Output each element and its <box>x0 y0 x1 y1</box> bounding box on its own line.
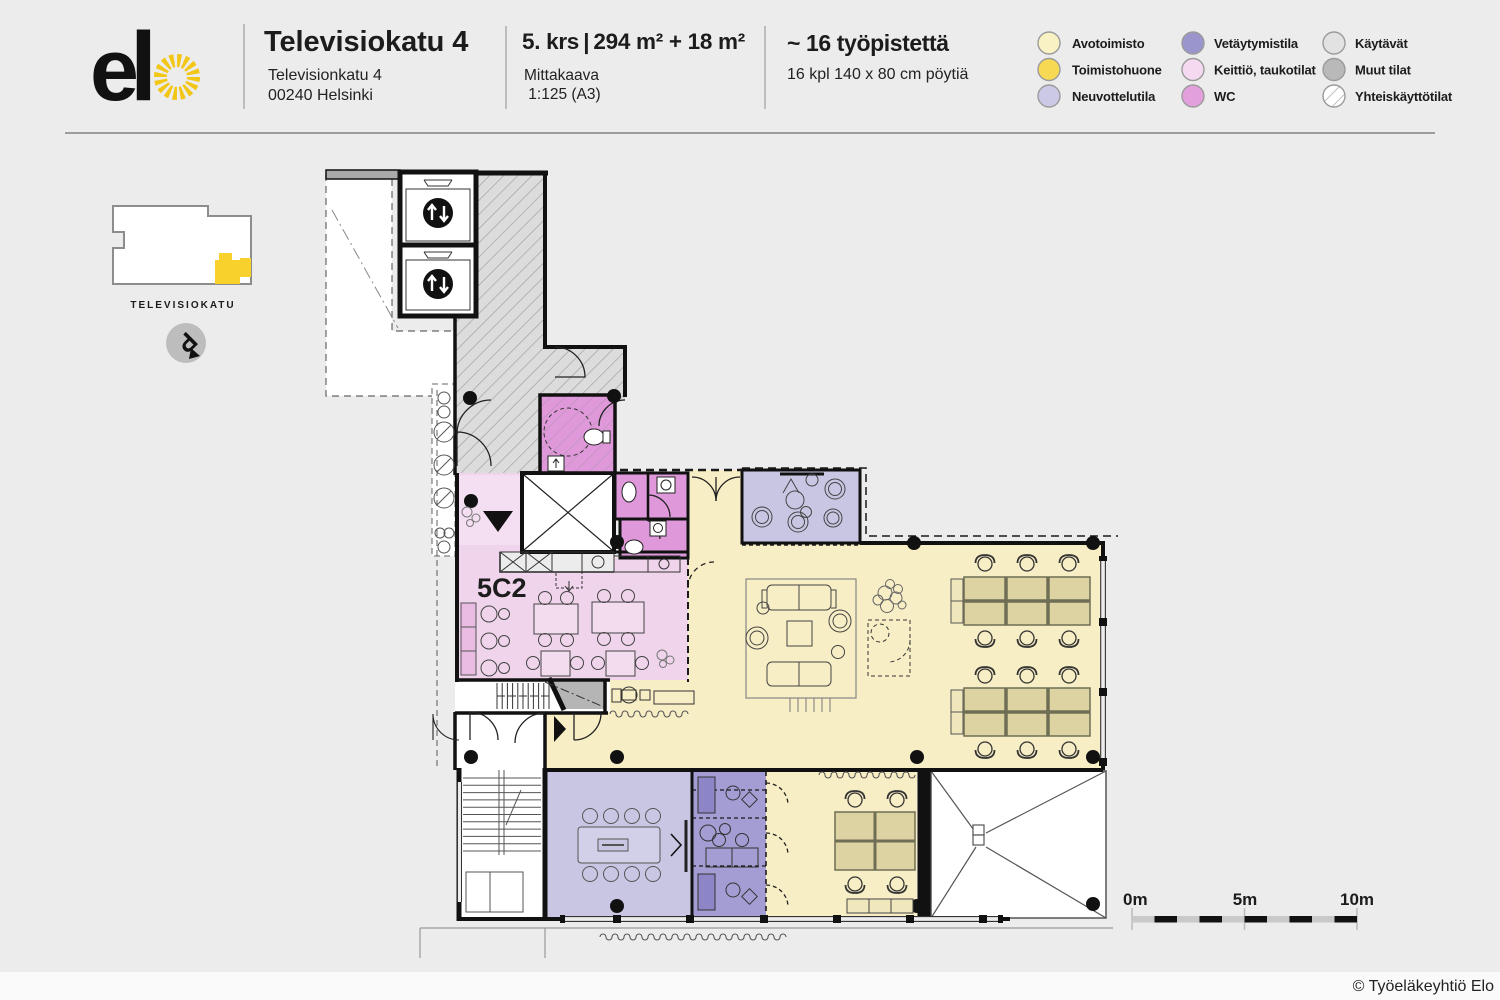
svg-text:Avotoimisto: Avotoimisto <box>1072 36 1145 51</box>
svg-text:l: l <box>130 12 157 121</box>
svg-text:Neuvottelutila: Neuvottelutila <box>1072 89 1156 104</box>
svg-text:WC: WC <box>1214 89 1236 104</box>
svg-text:Keittiö, taukotilat: Keittiö, taukotilat <box>1214 63 1317 78</box>
svg-text:Yhteiskäyttötilat: Yhteiskäyttötilat <box>1355 89 1453 104</box>
svg-text:Vetäytymistila: Vetäytymistila <box>1214 36 1299 51</box>
svg-text:TELEVISIOKATU: TELEVISIOKATU <box>130 300 235 311</box>
svg-text:Toimistohuone: Toimistohuone <box>1072 63 1162 78</box>
svg-text:5m: 5m <box>1233 890 1258 909</box>
svg-text:e: e <box>90 20 139 119</box>
svg-text:Käytävät: Käytävät <box>1355 36 1408 51</box>
svg-text:0m: 0m <box>1123 890 1148 909</box>
svg-text:5C2: 5C2 <box>477 573 527 603</box>
svg-text:10m: 10m <box>1340 890 1374 909</box>
svg-text:Muut tilat: Muut tilat <box>1355 63 1412 78</box>
